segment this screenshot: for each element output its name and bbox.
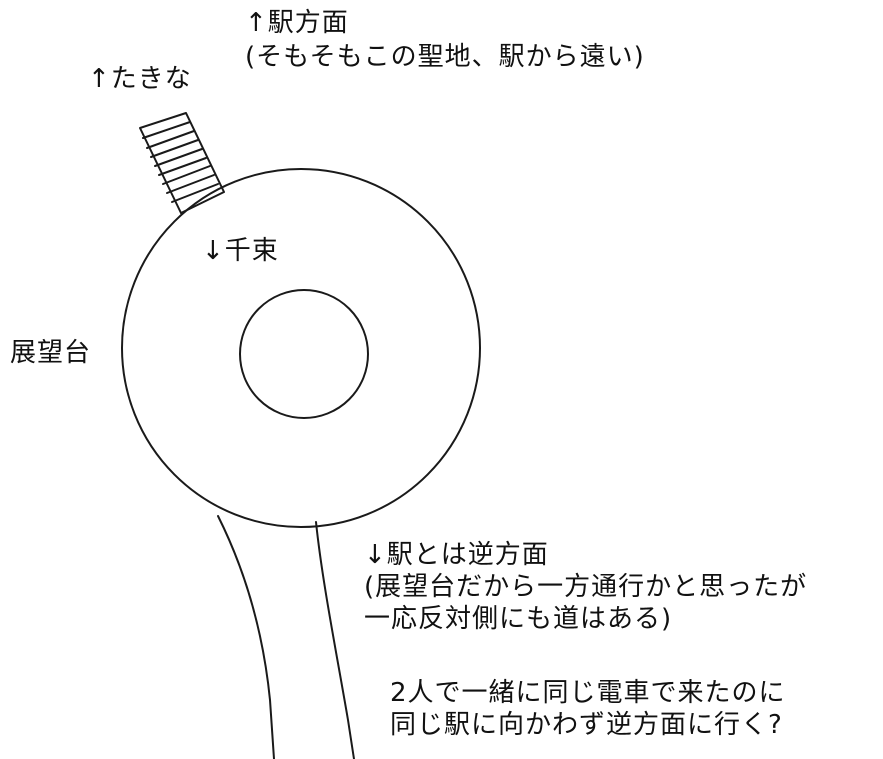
station-direction-line2: (そもそもこの聖地、駅から遠い) [245, 42, 645, 72]
opposite-direction-line1: ↓駅とは逆方面 [364, 540, 549, 570]
outer-ring [121, 168, 481, 528]
question-line1: 2人で一緒に同じ電車で来たのに [390, 678, 786, 708]
label-observation-deck: 展望台 [10, 338, 91, 368]
inner-island [239, 289, 369, 419]
opposite-direction-line3: 一応反対側にも道はある) [364, 604, 673, 634]
station-direction-line1: ↑駅方面 [245, 8, 349, 38]
label-observation-deck-text: 展望台 [10, 338, 92, 368]
label-station-direction: ↑駅方面 (そもそもこの聖地、駅から遠い) [245, 8, 645, 72]
label-takina-text: ↑たきな [88, 64, 192, 94]
label-chitose-text: ↓千束 [202, 236, 279, 266]
label-opposite-direction: ↓駅とは逆方面 (展望台だから一方通行かと思ったが 一応反対側にも道はある) [364, 540, 807, 634]
question-line2: 同じ駅に向かわず逆方面に行く? [390, 710, 783, 740]
label-takina: ↑たきな [88, 64, 192, 94]
label-chitose: ↓千束 [202, 236, 279, 266]
label-question: 2人で一緒に同じ電車で来たのに 同じ駅に向かわず逆方面に行く? [390, 678, 786, 740]
staircase [139, 112, 225, 214]
south-road [217, 515, 355, 759]
opposite-direction-line2: (展望台だから一方通行かと思ったが [364, 572, 808, 602]
